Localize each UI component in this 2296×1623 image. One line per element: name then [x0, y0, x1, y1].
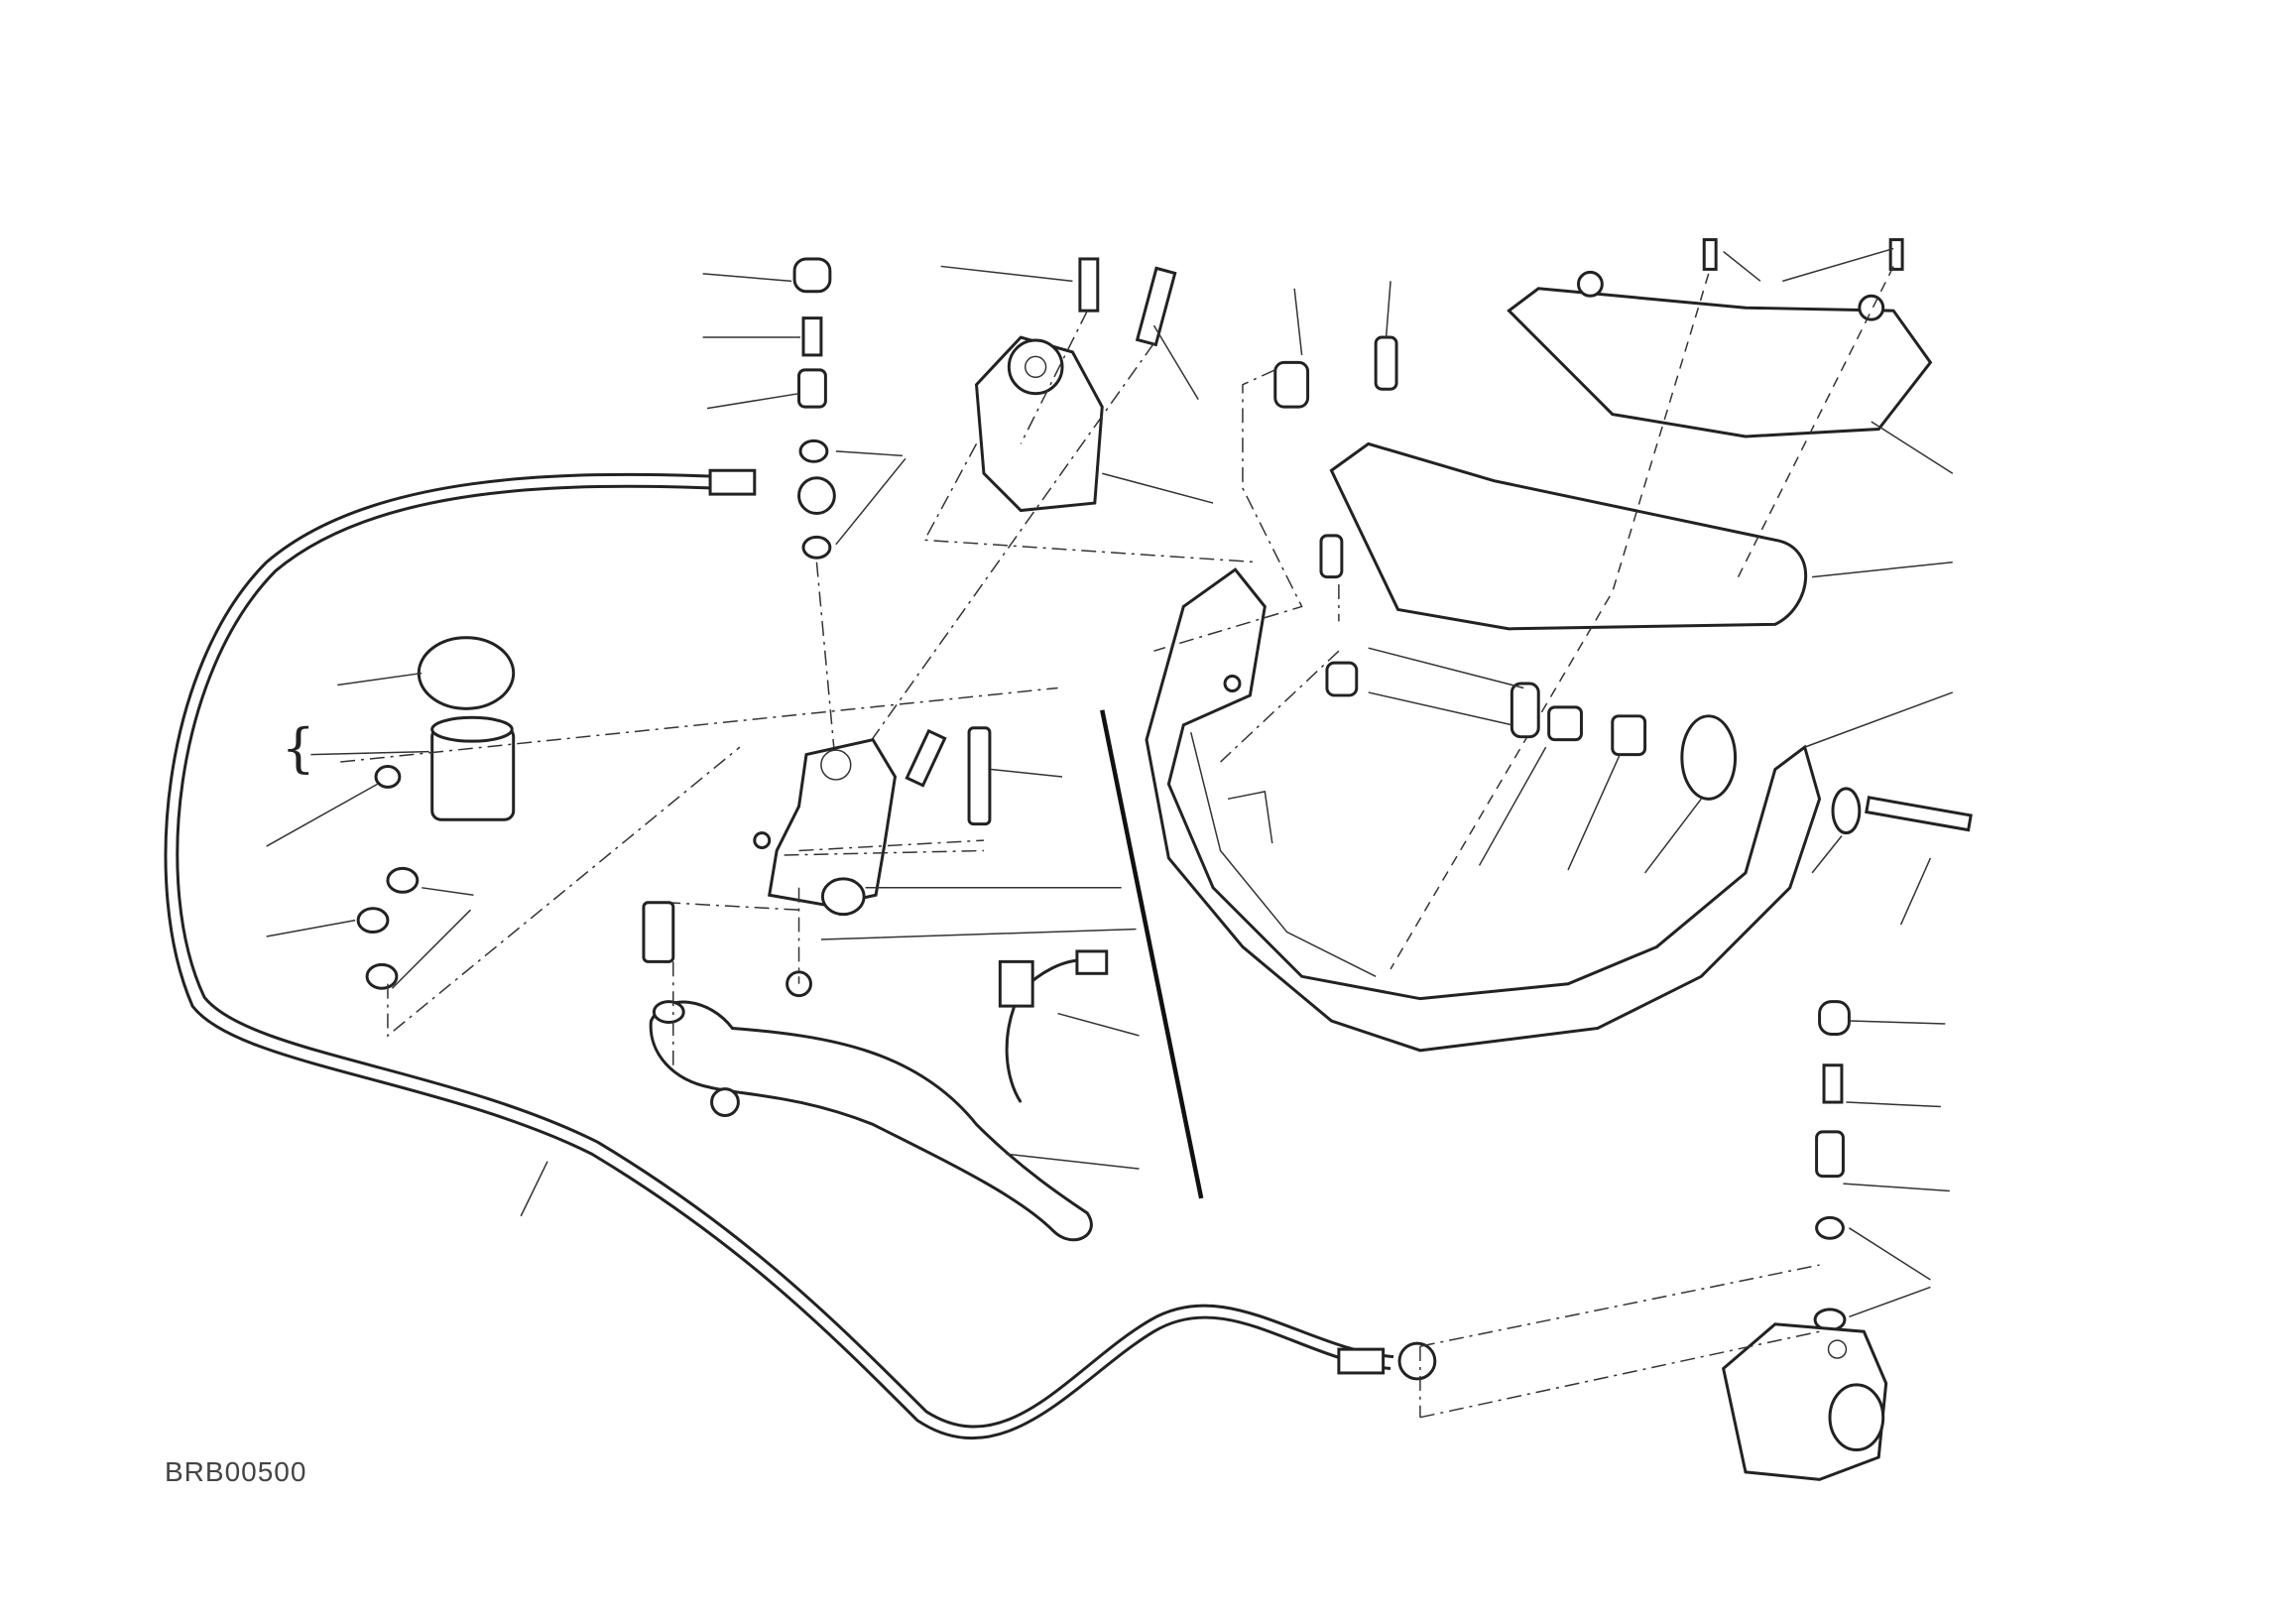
handguard-cover	[1507, 287, 1933, 438]
bar-end-weight	[1680, 714, 1738, 801]
brake-lever	[649, 1000, 1093, 1242]
rubber-damper	[1273, 360, 1310, 409]
banjo-bolt	[1815, 1130, 1845, 1179]
crush-washer	[1815, 1215, 1845, 1240]
grommet	[374, 765, 402, 789]
spacer	[1374, 335, 1398, 391]
spacer-bolt	[967, 726, 992, 826]
hose-clamp	[365, 962, 399, 990]
bleed-cap	[1818, 1000, 1851, 1036]
rubber-spacer	[1611, 714, 1647, 757]
sleeve	[1510, 682, 1540, 739]
banjo-fitting	[797, 476, 836, 515]
pivot-bushing	[820, 877, 866, 917]
drawing-code: BRB00500	[165, 1456, 307, 1487]
insert	[1325, 661, 1359, 697]
hose-fitting	[708, 468, 757, 496]
switch-connector	[998, 959, 1034, 1008]
rubber-spacer	[1547, 705, 1583, 742]
screw	[1702, 238, 1718, 271]
hose-fitting	[1337, 1347, 1386, 1375]
screw	[1888, 238, 1904, 271]
reservoir-cap	[417, 636, 516, 710]
crush-washer	[798, 438, 829, 463]
svg-text:{: {	[282, 717, 315, 780]
screw	[1135, 266, 1177, 347]
screw	[1319, 534, 1344, 579]
bleed-valve	[1822, 1063, 1844, 1104]
crush-washer	[801, 535, 832, 560]
lever-bushing	[642, 901, 675, 963]
banjo-fitting	[1397, 1341, 1437, 1381]
handguard-frame	[1145, 567, 1822, 1053]
bolt	[1865, 796, 1973, 832]
washer	[1831, 787, 1862, 835]
bleed-cap	[792, 257, 832, 294]
screw	[1078, 257, 1100, 312]
bleed-valve	[801, 316, 823, 357]
reservoir-hose	[356, 907, 390, 935]
banjo-bolt	[797, 368, 827, 409]
switch-plug	[1075, 949, 1109, 975]
hose-clamp	[386, 866, 420, 894]
pin	[905, 728, 947, 788]
brake-hose	[164, 472, 1391, 1440]
handguard-pad	[1329, 441, 1808, 631]
section-divider	[1100, 709, 1204, 1199]
